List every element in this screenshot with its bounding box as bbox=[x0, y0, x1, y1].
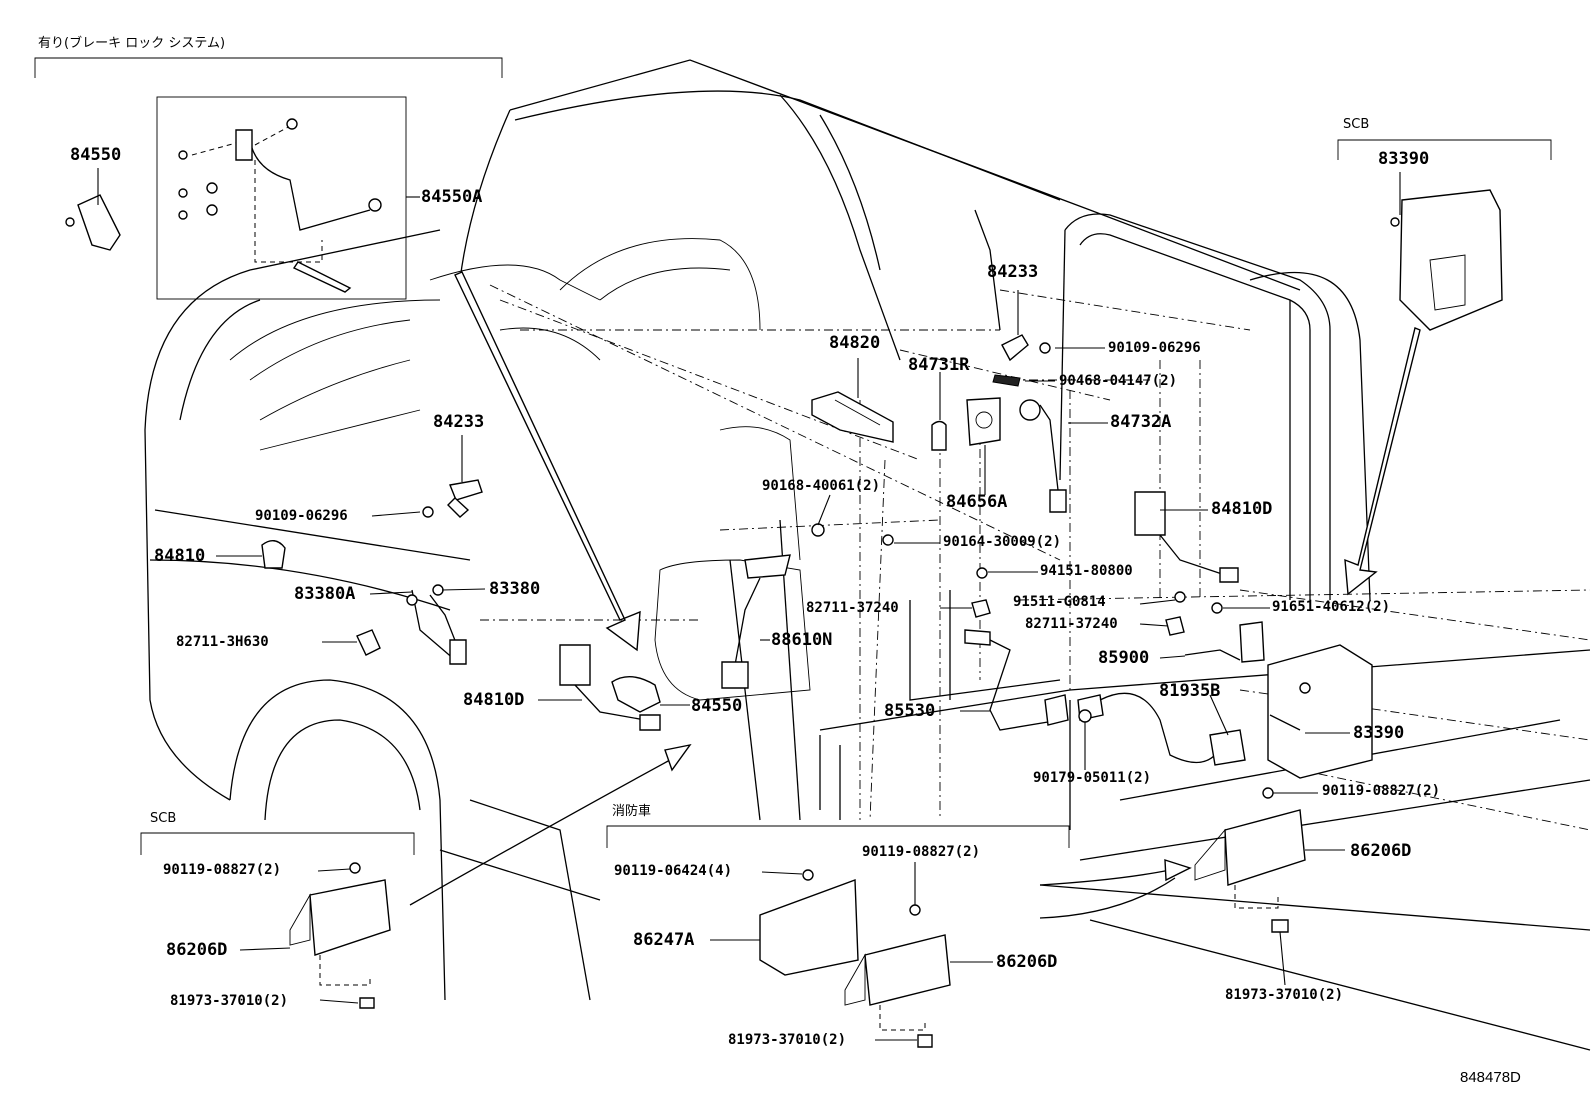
part-label[interactable]: 86206D bbox=[166, 940, 228, 960]
part-label[interactable]: 84820 bbox=[829, 333, 881, 353]
part-label[interactable]: 84810 bbox=[154, 546, 206, 566]
part-label[interactable]: 90119-08827(2) bbox=[1322, 783, 1441, 799]
part-label[interactable]: 84550A bbox=[421, 187, 483, 207]
group-label-brake-lock: 有り(ブレーキ ロック システム) bbox=[38, 36, 226, 51]
part-label[interactable]: 86206D bbox=[1350, 841, 1412, 861]
part-label[interactable]: 91511-G0814 bbox=[1013, 594, 1106, 610]
group-label-fire-engine: 消防車 bbox=[612, 804, 652, 819]
leader-lines bbox=[97, 168, 1401, 1041]
part-label[interactable]: 94151-80800 bbox=[1040, 563, 1133, 579]
part-label[interactable]: 83380 bbox=[489, 579, 541, 599]
part-label[interactable]: 86206D bbox=[996, 952, 1058, 972]
part-label[interactable]: 81973-37010(2) bbox=[728, 1032, 847, 1048]
part-label[interactable]: 90164-30009(2) bbox=[943, 534, 1062, 550]
part-label[interactable]: 82711-37240 bbox=[806, 600, 899, 616]
part-label[interactable]: 81973-37010(2) bbox=[170, 993, 289, 1009]
reference-lines bbox=[480, 284, 1591, 831]
group-label-scb-bottom: SCB bbox=[150, 811, 177, 826]
vehicle-body-outline bbox=[144, 59, 1591, 1051]
part-label[interactable]: 83390 bbox=[1353, 723, 1405, 743]
part-label[interactable]: 85530 bbox=[884, 701, 936, 721]
part-label[interactable]: 90179-05011(2) bbox=[1033, 770, 1152, 786]
part-label[interactable]: 83390 bbox=[1378, 149, 1430, 169]
figure-code: 848478D bbox=[1460, 1069, 1521, 1086]
part-label[interactable]: 90468-04147(2) bbox=[1059, 373, 1178, 389]
part-label[interactable]: 81935B bbox=[1159, 681, 1221, 701]
part-label[interactable]: 84233 bbox=[433, 412, 485, 432]
part-label[interactable]: 83380A bbox=[294, 584, 356, 604]
part-label[interactable]: 90119-08827(2) bbox=[163, 862, 282, 878]
part-label[interactable]: 82711-37240 bbox=[1025, 616, 1118, 632]
inset-84550A-detail bbox=[178, 118, 382, 293]
pointer-arrows bbox=[409, 271, 1421, 919]
part-label[interactable]: 91651-40612(2) bbox=[1272, 599, 1391, 615]
components bbox=[65, 189, 1503, 1048]
part-label[interactable]: 84731R bbox=[908, 355, 970, 375]
group-label-scb-top: SCB bbox=[1343, 117, 1370, 132]
part-label[interactable]: 90119-06424(4) bbox=[614, 863, 733, 879]
part-label[interactable]: 88610N bbox=[771, 630, 833, 650]
group-brackets bbox=[34, 57, 1552, 855]
part-label[interactable]: 84550 bbox=[70, 145, 122, 165]
part-label[interactable]: 84732A bbox=[1110, 412, 1172, 432]
part-label[interactable]: 84810D bbox=[463, 690, 525, 710]
part-label[interactable]: 84810D bbox=[1211, 499, 1273, 519]
part-label[interactable]: 90109-06296 bbox=[1108, 340, 1201, 356]
part-label[interactable]: 84233 bbox=[987, 262, 1039, 282]
part-label[interactable]: 86247A bbox=[633, 930, 695, 950]
part-label[interactable]: 90109-06296 bbox=[255, 508, 348, 524]
part-label[interactable]: 81973-37010(2) bbox=[1225, 987, 1344, 1003]
part-label[interactable]: 84550 bbox=[691, 696, 743, 716]
part-label[interactable]: 82711-3H630 bbox=[176, 634, 269, 650]
part-label[interactable]: 90119-08827(2) bbox=[862, 844, 981, 860]
part-label[interactable]: 90168-40061(2) bbox=[762, 478, 881, 494]
part-label[interactable]: 85900 bbox=[1098, 648, 1150, 668]
part-label[interactable]: 84656A bbox=[946, 492, 1008, 512]
